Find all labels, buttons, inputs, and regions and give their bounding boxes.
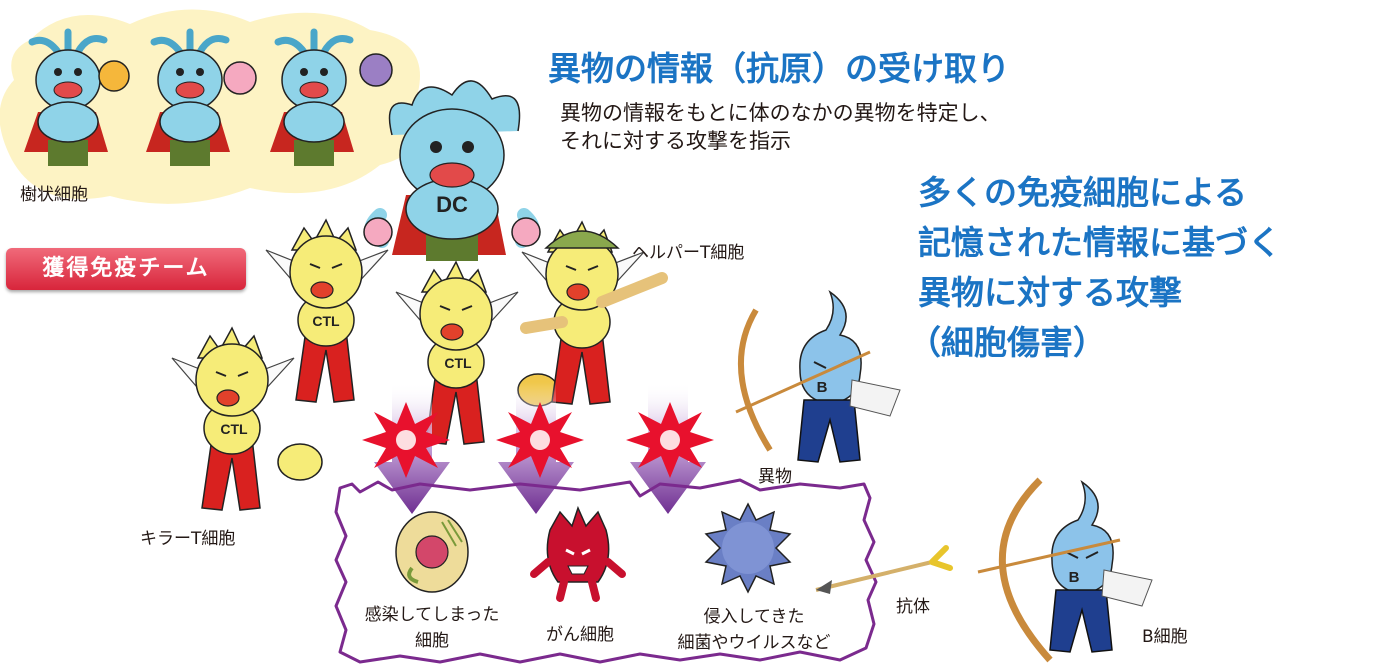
label-infected-cell-line-2: 細胞: [415, 631, 449, 651]
label-dendritic-cell: 樹状細胞: [20, 185, 88, 205]
dendritic-cell-large: [364, 80, 540, 261]
attack-burst-3: [626, 402, 714, 478]
heading-sub-line-2: それに対する攻撃を指示: [560, 129, 791, 153]
killer-t-cell-upper: [265, 219, 389, 403]
b-cell-lower: [1049, 481, 1153, 653]
b-cell-lower-mark: B: [1069, 569, 1080, 586]
killer-t-cell-center-mark: CTL: [444, 355, 472, 371]
heading-secondary-line-3: 異物に対する攻撃: [918, 273, 1182, 312]
b-cell-upper-mark: B: [817, 379, 828, 396]
label-killer-t-cell: キラーT細胞: [140, 529, 236, 549]
helper-t-cell: [520, 221, 668, 405]
label-antibody: 抗体: [896, 597, 930, 617]
antigen-ball: [98, 60, 130, 92]
label-cancer-cell: がん細胞: [546, 625, 614, 645]
label-foreign-body: 異物: [758, 467, 792, 487]
antigen-purple: [359, 53, 393, 87]
infected-cell: [395, 511, 469, 593]
arrow-shot-upper: [735, 350, 871, 414]
cancer-cell: [530, 505, 626, 602]
antigen-pink-large: [363, 217, 393, 247]
label-pathogen-line-1: 侵入してきた: [703, 607, 805, 627]
antibody-arrow: [815, 545, 953, 594]
team-badge: 獲得免疫チーム: [6, 248, 246, 290]
antigen-pink-large-2: [511, 217, 541, 247]
label-b-cell: B細胞: [1142, 627, 1188, 647]
heading-sub-line-1: 異物の情報をもとに体のなかの異物を特定し、: [560, 101, 1001, 125]
killer-t-cell-left: [171, 327, 295, 511]
heading-main: 異物の情報（抗原）の受け取り: [548, 49, 1010, 88]
antigen-pink: [223, 61, 257, 95]
attack-burst-2: [496, 402, 584, 478]
label-helper-t-cell: ヘルパーT細胞: [632, 243, 745, 263]
killer-t-cell-fist: [277, 443, 323, 481]
heading-secondary-line-1: 多くの免疫細胞による: [918, 173, 1248, 212]
bow-upper: [738, 308, 773, 452]
arrow-shot-lower: [977, 538, 1121, 574]
virus-pathogen: [704, 502, 792, 594]
heading-secondary-line-4: （細胞傷害）: [908, 323, 1106, 362]
label-pathogen-line-2: 細菌やウイルスなど: [677, 633, 831, 653]
attack-burst-1: [362, 402, 450, 478]
bow-lower: [999, 477, 1053, 663]
killer-t-cell-left-mark: CTL: [220, 421, 248, 437]
killer-t-cell-upper-mark: CTL: [312, 313, 340, 329]
foreign-body-area: [334, 478, 878, 664]
label-infected-cell-line-1: 感染してしまった: [364, 605, 500, 625]
heading-secondary-line-2: 記憶された情報に基づく: [918, 223, 1281, 262]
dendritic-cell-mark: DC: [436, 192, 468, 217]
